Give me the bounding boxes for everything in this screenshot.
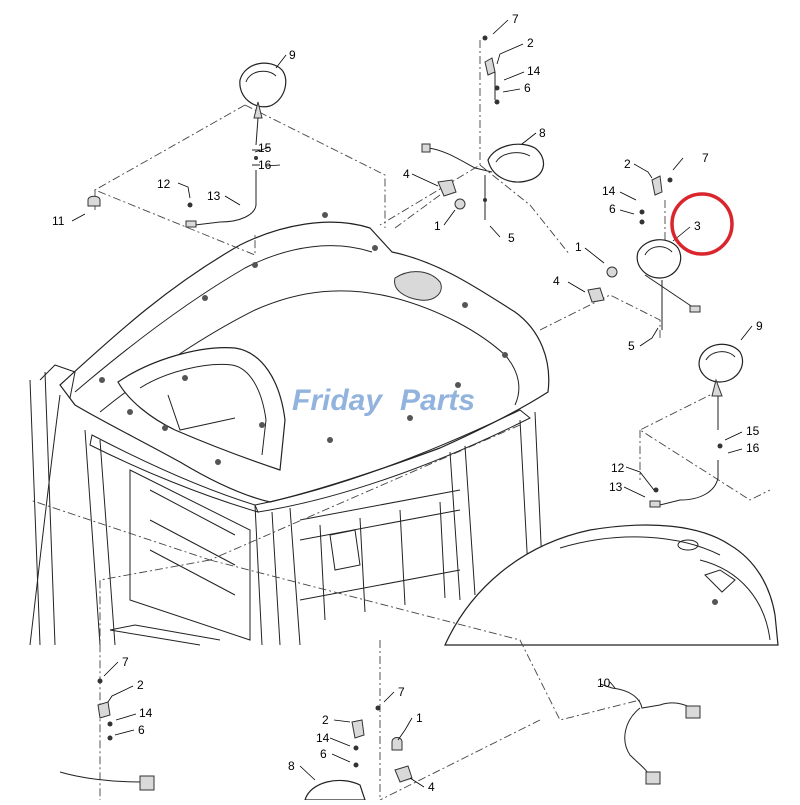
callout-5-center: 5	[508, 231, 515, 245]
callout-7-bottom-left: 7	[122, 655, 129, 669]
callout-2-top: 2	[527, 36, 534, 50]
callout-5-right: 5	[628, 339, 635, 353]
callout-2-bottom-center: 2	[322, 713, 329, 727]
callout-9-left: 9	[289, 48, 296, 62]
watermark-text-2: Parts	[400, 384, 475, 417]
callout-12-left: 12	[157, 177, 171, 191]
callout-16-right: 16	[746, 441, 760, 455]
callout-7-top: 7	[512, 12, 519, 26]
highlight-circle	[670, 192, 734, 256]
callout-6-right: 6	[609, 202, 616, 216]
callout-15-left: 15	[258, 141, 272, 155]
callout-7-bottom-center: 7	[398, 685, 405, 699]
work-lamp-right-mid	[649, 343, 744, 508]
callout-7-right: 7	[702, 151, 709, 165]
callout-11: 11	[52, 214, 65, 228]
callout-3-highlighted: 3	[694, 219, 701, 233]
callout-6-top: 6	[524, 81, 531, 95]
callout-13-right: 13	[609, 480, 623, 494]
callout-14-right: 14	[602, 184, 616, 198]
callout-14-top: 14	[527, 64, 541, 78]
rear-fender	[444, 524, 779, 646]
callout-1-right: 1	[575, 240, 582, 254]
callout-10: 10	[597, 676, 611, 690]
callout-8-center: 8	[539, 126, 546, 140]
callout-6-bottom-center: 6	[320, 747, 327, 761]
callout-2-bottom-left: 2	[137, 678, 144, 692]
assembly-lines	[29, 40, 771, 801]
wiring-harness	[599, 683, 701, 785]
callout-6-bottom-left: 6	[138, 723, 145, 737]
callout-9-right: 9	[756, 319, 763, 333]
callout-15-right: 15	[746, 424, 760, 438]
roof-fasteners	[99, 212, 508, 465]
callout-4-bottom: 4	[428, 780, 435, 794]
work-lamp-center	[421, 35, 544, 220]
callout-14-bottom-left: 14	[139, 706, 153, 720]
callout-8-bottom: 8	[288, 759, 295, 773]
bracket-bottom-left	[59, 678, 155, 791]
cab-frame	[29, 364, 543, 646]
callout-labels: 7 2 14 6 9 8 15 16 12 13 11 4 1 5 2 7 14…	[52, 12, 763, 794]
watermark-text-1: Friday	[292, 384, 383, 417]
callout-4-center: 4	[403, 167, 410, 181]
callout-1-bottom-center: 1	[416, 711, 423, 725]
callout-4-right: 4	[553, 274, 560, 288]
callout-16-left: 16	[258, 158, 272, 172]
bracket-bottom-center	[304, 705, 413, 801]
watermark: Friday Parts	[292, 384, 475, 417]
callout-2-right: 2	[624, 157, 631, 171]
callout-14-bottom-center: 14	[316, 731, 330, 745]
work-lamp-right	[587, 175, 701, 330]
callout-13-left: 13	[207, 189, 221, 203]
callout-1-center: 1	[434, 219, 441, 233]
cab-roof	[59, 212, 550, 513]
callout-12-right: 12	[611, 461, 625, 475]
work-lamp-left	[87, 62, 287, 228]
